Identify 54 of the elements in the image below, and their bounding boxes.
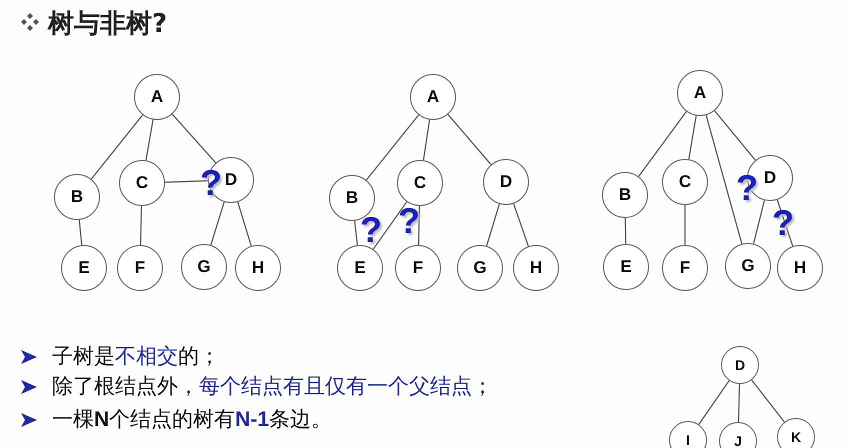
bullet-text: 除了根结点外，每个结点有且仅有一个父结点； <box>52 373 493 399</box>
tree-edge <box>354 220 358 246</box>
tree-node-circle: F <box>117 245 163 291</box>
tree-edge <box>753 200 765 244</box>
tree-node-circle: F <box>395 245 441 291</box>
tree-edge <box>372 201 408 250</box>
tree-edge <box>172 114 216 164</box>
tree-edge <box>366 114 420 180</box>
tree-node-circle: A <box>410 74 456 120</box>
tree-edge <box>738 384 740 422</box>
tree-edge <box>714 110 756 161</box>
tree-node-circle: H <box>235 245 281 291</box>
question-mark: ? <box>398 203 420 239</box>
tree-node-circle: E <box>61 245 107 291</box>
title: 树与非树? <box>48 8 168 41</box>
tree-node-circle: G <box>457 245 503 291</box>
tree-edge <box>78 220 82 246</box>
tree-node-circle: C <box>662 159 708 205</box>
tree-node-circle: I <box>669 421 707 448</box>
bullet-text: 子树是不相交的； <box>52 343 220 369</box>
tree-node-circle: J <box>719 422 757 448</box>
tree-edge <box>751 380 785 422</box>
tree-node-circle: H <box>777 245 823 291</box>
tree-edge <box>140 206 142 246</box>
tree-edge <box>237 202 252 246</box>
tree-edge <box>706 115 742 244</box>
tree-edge <box>624 218 626 244</box>
bullet-text: 一棵N个结点的树有N-1条边。 <box>52 406 332 433</box>
tree-node-circle: A <box>134 74 180 120</box>
tree-edge <box>422 120 430 160</box>
tree-node-circle: B <box>54 174 100 220</box>
tree-node-circle: G <box>725 243 771 289</box>
tree-node-circle: E <box>337 245 383 291</box>
tree-node-circle: D <box>483 159 529 205</box>
tree-node-circle: G <box>181 244 227 290</box>
tree-node-circle: H <box>513 245 559 291</box>
tree-node-circle: C <box>119 160 165 206</box>
tree-node-circle: F <box>662 245 708 291</box>
tree-edge <box>448 114 492 165</box>
tree-node-circle: A <box>677 70 723 116</box>
tree-edge <box>684 205 686 245</box>
tree-node-circle: E <box>603 244 649 290</box>
tree-node-circle: B <box>602 172 648 218</box>
tree-edge <box>145 120 154 160</box>
tree-edge <box>486 204 500 246</box>
tree-edge <box>638 111 687 177</box>
tree-edge <box>698 380 730 425</box>
tree-node-circle: C <box>397 160 443 206</box>
tree-edge <box>90 114 144 180</box>
tree-node-circle: D <box>721 346 759 384</box>
tree-edge <box>688 116 697 160</box>
tree-edge <box>513 204 529 246</box>
tree-node-circle: K <box>777 418 815 448</box>
tree-edge <box>210 202 225 246</box>
